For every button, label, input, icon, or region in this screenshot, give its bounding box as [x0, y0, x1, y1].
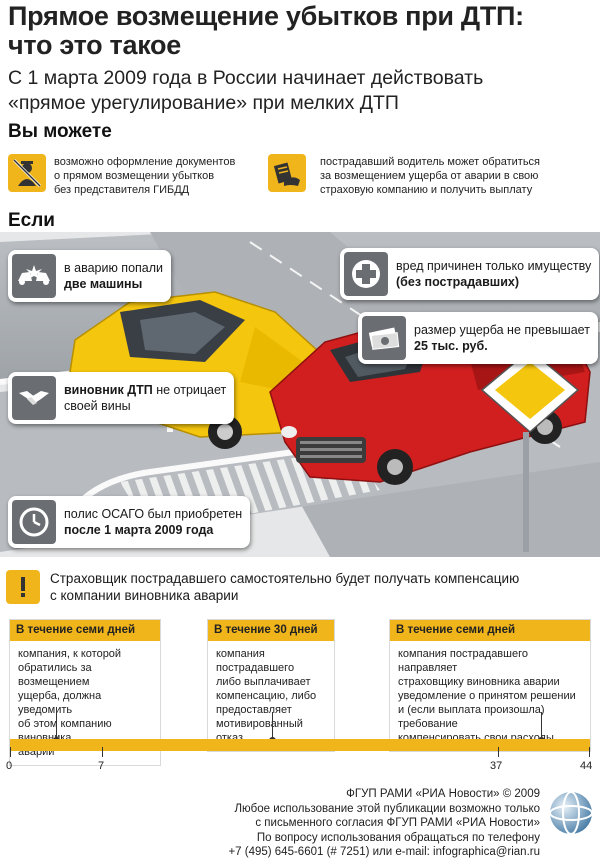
can-item-1-text: возможно оформление документов о прямом …	[54, 156, 236, 196]
insurance-claim-icon	[268, 154, 306, 192]
timeline-tick	[498, 747, 499, 757]
ria-globe-logo	[548, 790, 594, 836]
connector-line	[272, 712, 273, 740]
step-card-body: компания, к которой обратились за возмещ…	[18, 648, 122, 758]
timeline-label: 37	[490, 760, 503, 772]
footer-credits: ФГУП РАМИ «РИА Новости» © 2009 Любое исп…	[228, 788, 540, 858]
timeline-tick	[102, 747, 103, 757]
no-police-icon	[8, 154, 46, 192]
step-card-title: В течение 30 дней	[208, 620, 334, 641]
callout-damage-limit: размер ущерба не превышает 25 тыс. руб.	[358, 312, 598, 364]
callout-guilty-party: виновник ДТП не отрицает своей вины	[8, 372, 235, 424]
callout-property-damage: вред причинен только имуществу (без пост…	[340, 248, 600, 300]
step-card-body: компания пострадавшего либо выплачивает …	[216, 648, 317, 744]
step-card-body: компания пострадавшего направляет страхо…	[398, 648, 576, 744]
handshake-icon	[12, 376, 56, 420]
timeline-bar	[10, 739, 590, 751]
callout-policy-date: полис ОСАГО был приобретен после 1 марта…	[8, 496, 251, 548]
step-card-3: В течение семи дней компания пострадавше…	[390, 620, 590, 751]
step-card-2: В течение 30 дней компания пострадавшего…	[208, 620, 334, 751]
step-card-title: В течение семи дней	[390, 620, 590, 641]
timeline-label: 7	[98, 760, 105, 772]
page-subtitle: С 1 марта 2009 года в России начинает де…	[8, 67, 484, 114]
timeline-label: 44	[580, 760, 593, 772]
connector-line	[541, 712, 542, 740]
crashed-cars-icon	[12, 254, 56, 298]
warning-icon	[6, 570, 40, 604]
money-icon	[362, 316, 406, 360]
medical-cross-icon	[344, 252, 388, 296]
callout-two-cars: в аварию попали две машины	[8, 250, 172, 302]
compensation-note: Страховщик пострадавшего самостоятельно …	[50, 571, 520, 603]
if-heading: Если	[8, 210, 55, 231]
timeline-tick	[10, 747, 11, 757]
page-title: Прямое возмещение убытков при ДТП: что э…	[8, 1, 524, 60]
can-item-2-text: пострадавший водитель может обратиться з…	[320, 156, 541, 196]
timeline-label: 0	[6, 760, 13, 772]
step-card-title: В течение семи дней	[10, 620, 160, 641]
can-heading: Вы можете	[8, 121, 112, 142]
clock-icon	[12, 500, 56, 544]
timeline-tick	[589, 747, 590, 757]
connector-line	[56, 712, 57, 740]
